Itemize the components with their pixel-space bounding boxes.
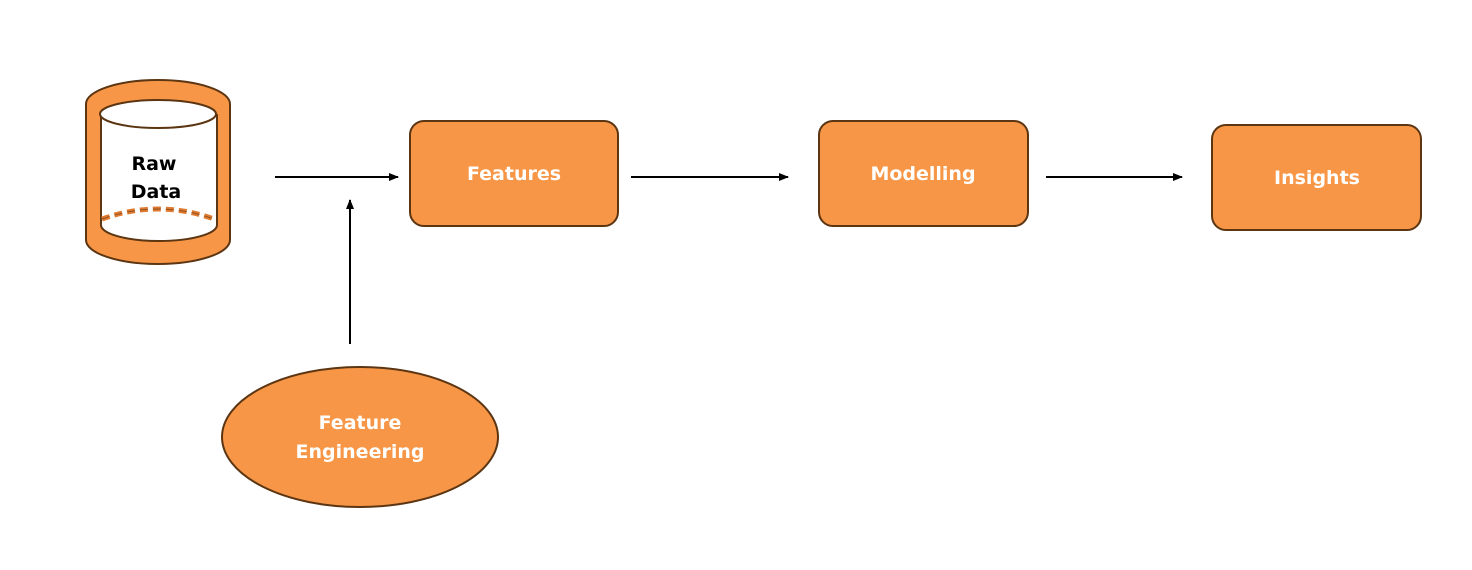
raw-data-cylinder-inner	[100, 114, 218, 242]
insights-label: Insights	[1274, 167, 1360, 189]
insights-box	[1211, 124, 1422, 231]
insights-node: Insights	[1211, 124, 1422, 231]
raw-data-label-line2: Data	[131, 181, 182, 203]
modelling-label: Modelling	[870, 163, 975, 185]
feature-engineering-node: Feature Engineering	[221, 366, 499, 508]
feature-engineering-label-line1: Feature	[319, 412, 402, 434]
features-node: Features	[409, 120, 619, 227]
feature-engineering-label-line2: Engineering	[296, 441, 425, 463]
features-label: Features	[467, 163, 561, 185]
raw-data-node: Raw Data	[85, 79, 231, 265]
raw-data-cylinder-top	[99, 99, 217, 129]
features-box	[409, 120, 619, 227]
modelling-box	[818, 120, 1029, 227]
feature-engineering-ellipse	[221, 366, 499, 508]
modelling-node: Modelling	[818, 120, 1029, 227]
raw-data-label-line1: Raw	[131, 153, 176, 175]
